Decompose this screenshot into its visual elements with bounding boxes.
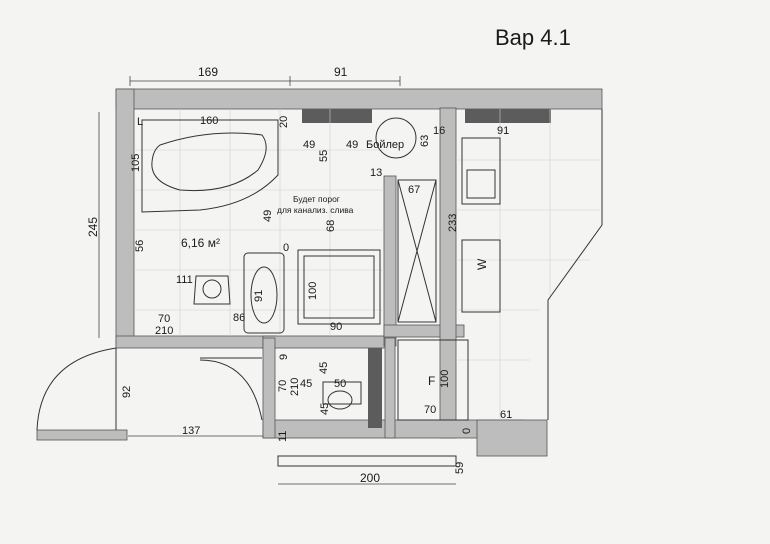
kitchen-sink xyxy=(461,137,501,205)
dim-vanity-depth: 55 xyxy=(318,150,330,162)
dim-cabinet-height: 233 xyxy=(447,214,459,232)
dim-shower-width: 90 xyxy=(330,321,342,333)
dim-toilet-210: 210 xyxy=(289,378,301,396)
washer-label: W xyxy=(475,258,489,270)
dim-fridge-0: 0 xyxy=(461,428,473,434)
wall-toilet-left xyxy=(262,337,276,439)
dim-vanity-w1: 49 xyxy=(303,139,315,151)
dim-70-room: 70 xyxy=(158,313,170,325)
dim-corridor: 137 xyxy=(182,425,200,437)
dim-toilet-70: 70 xyxy=(277,380,289,392)
dim-56: 56 xyxy=(134,240,146,252)
entrance-door xyxy=(36,347,117,431)
dim-toilet-45b: 45 xyxy=(300,378,312,390)
balcony-strip xyxy=(277,455,457,467)
toilet-door xyxy=(199,357,263,421)
dim-fridge-depth: 100 xyxy=(439,370,451,388)
plan-title: Вар 4.1 xyxy=(495,25,571,50)
tile-grid xyxy=(134,109,600,420)
dim-top-left: 169 xyxy=(198,65,218,79)
dim-bath-depth: 105 xyxy=(130,154,142,172)
wall-middle xyxy=(262,335,394,349)
dim-vanity-w2: 49 xyxy=(346,139,358,151)
dark-wall-toilet xyxy=(368,348,382,428)
dim-68: 68 xyxy=(325,220,337,232)
bathtub xyxy=(141,119,279,213)
wall-corner-bottom xyxy=(476,419,548,457)
dim-gap-16: 16 xyxy=(433,125,445,137)
dim-sink-91: 91 xyxy=(253,290,265,302)
dim-height: 245 xyxy=(86,217,100,237)
dim-bath-length: 160 xyxy=(200,115,218,127)
dim-balcony-depth: 59 xyxy=(454,462,466,474)
washer-box xyxy=(461,239,501,313)
wall-top xyxy=(115,88,603,110)
dim-boiler-depth: 63 xyxy=(419,135,431,147)
dim-111: 111 xyxy=(176,274,193,286)
dim-86: 86 xyxy=(233,312,245,324)
fridge-label: F xyxy=(428,374,435,388)
wall-corridor-bottom xyxy=(36,429,128,441)
note-line-1: Будет порог xyxy=(293,194,340,204)
person-figure xyxy=(193,275,231,305)
dim-top-right: 91 xyxy=(334,65,348,79)
dim-49-vert: 49 xyxy=(262,210,274,222)
dim-210-room: 210 xyxy=(155,325,173,337)
tall-cabinet xyxy=(397,179,437,323)
dim-fridge-width: 70 xyxy=(424,404,436,416)
dim-toilet-9: 9 xyxy=(278,354,290,360)
dim-balcony: 200 xyxy=(360,471,380,485)
shower-tray xyxy=(297,249,381,325)
dim-gap-13: 13 xyxy=(370,167,382,179)
note-line-2: для канализ. слива xyxy=(277,205,354,215)
kitchen-angled-wall xyxy=(547,109,603,420)
bath-corner-mark: L xyxy=(137,116,143,128)
dim-cabinet-width: 67 xyxy=(408,184,420,196)
fridge-box xyxy=(397,339,469,421)
dim-toilet-width: 50 xyxy=(334,378,346,390)
dim-shower-depth: 100 xyxy=(307,282,319,300)
dark-wall-kitchen xyxy=(465,109,551,123)
sink xyxy=(243,252,285,334)
wall-left xyxy=(115,88,135,346)
dim-door-width: 92 xyxy=(121,386,133,398)
dim-toilet-11: 11 xyxy=(277,431,289,442)
wall-toilet-right xyxy=(384,337,396,439)
room-area: 6,16 м² xyxy=(181,236,220,250)
dim-0-room: 0 xyxy=(283,242,289,254)
toilet xyxy=(322,381,362,410)
dim-61: 61 xyxy=(500,409,512,421)
dim-counter: 91 xyxy=(497,125,509,137)
dim-toilet-45c: 45 xyxy=(319,403,331,415)
boiler-label: Бойлер xyxy=(366,139,404,151)
wall-middle-left xyxy=(115,335,277,349)
dim-toilet-45a: 45 xyxy=(318,362,330,374)
wall-cabinet-left xyxy=(383,175,397,347)
dark-wall-vanity xyxy=(302,109,372,123)
boiler-icon xyxy=(375,117,417,159)
dim-bath-gap: 20 xyxy=(278,116,290,128)
top-dimension-line xyxy=(129,76,401,86)
